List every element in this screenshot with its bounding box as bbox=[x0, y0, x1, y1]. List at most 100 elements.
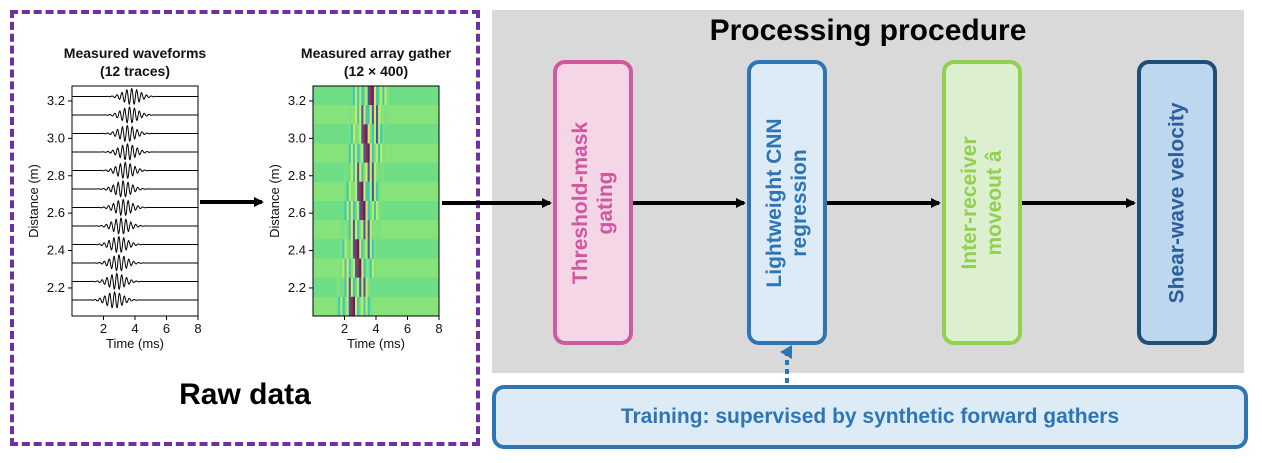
gather-cell bbox=[348, 296, 352, 317]
gather-cell bbox=[365, 124, 368, 144]
gather-cell bbox=[363, 181, 366, 202]
gather-cell bbox=[352, 86, 356, 106]
gather-cell bbox=[363, 201, 366, 221]
gather-cell bbox=[371, 201, 375, 221]
xtick-label: 8 bbox=[435, 321, 442, 336]
gather-cell bbox=[378, 201, 381, 221]
gather-xlabel: Time (ms) bbox=[347, 336, 405, 351]
gather-cell bbox=[342, 258, 345, 279]
gather-cell bbox=[348, 181, 352, 202]
gather-cell bbox=[352, 296, 356, 317]
gather-cell bbox=[355, 143, 358, 164]
gather-cell bbox=[340, 296, 343, 317]
waveform-trace bbox=[72, 272, 198, 291]
waveforms-xlabel: Time (ms) bbox=[106, 336, 164, 351]
gather-cell bbox=[373, 86, 377, 106]
gather-cell bbox=[350, 220, 354, 240]
ytick-label: 2.4 bbox=[47, 243, 65, 258]
gather-cell bbox=[373, 181, 377, 202]
ytick-label: 2.6 bbox=[288, 205, 306, 220]
gather-cell bbox=[348, 143, 352, 164]
gather-cell bbox=[352, 239, 356, 259]
gather-cell bbox=[336, 296, 339, 317]
waveform-trace bbox=[72, 253, 198, 272]
ytick-label: 2.8 bbox=[47, 168, 65, 183]
gather-cell bbox=[350, 181, 354, 202]
gather-cell bbox=[361, 258, 364, 279]
gather-cell bbox=[359, 162, 362, 183]
gather-cell bbox=[365, 162, 368, 183]
gather-cell bbox=[376, 181, 379, 202]
gather-cell bbox=[365, 277, 368, 298]
gather-cell bbox=[348, 124, 352, 144]
waveform-trace bbox=[72, 161, 198, 180]
xtick-label: 6 bbox=[163, 321, 170, 336]
gather-cell bbox=[352, 143, 356, 164]
xtick-label: 2 bbox=[100, 321, 107, 336]
gather-title: Measured array gather (12 × 400) bbox=[276, 44, 476, 80]
gather-cell bbox=[355, 181, 358, 202]
gather-cell bbox=[367, 162, 370, 183]
gather-cell bbox=[373, 124, 377, 144]
gather-cell bbox=[371, 105, 375, 125]
gather-cell bbox=[350, 258, 354, 279]
gather-cell bbox=[367, 105, 370, 125]
xtick-label: 8 bbox=[194, 321, 201, 336]
training-box: Training: supervised by synthetic forwar… bbox=[492, 385, 1248, 449]
waveforms-title: Measured waveforms (12 traces) bbox=[40, 44, 230, 80]
gather-cell bbox=[350, 296, 354, 317]
gather-cell bbox=[363, 105, 366, 125]
gather-cell bbox=[346, 201, 349, 221]
xtick-label: 4 bbox=[372, 321, 379, 336]
threshold-mask-gating-box: Threshold-mask gating bbox=[553, 60, 633, 345]
xtick-label: 2 bbox=[341, 321, 348, 336]
gather-cell bbox=[367, 220, 370, 240]
waveforms-ylabel: Distance (m) bbox=[26, 164, 41, 238]
waveform-trace bbox=[72, 106, 198, 124]
ytick-label: 2.6 bbox=[47, 205, 65, 220]
gather-cell bbox=[352, 277, 356, 298]
gather-yticks: 2.22.42.62.83.03.2 bbox=[288, 93, 313, 295]
gather-cell bbox=[357, 162, 360, 183]
gather-title-line1: Measured array gather bbox=[300, 45, 452, 61]
gather-cell bbox=[378, 105, 381, 125]
gather-cell bbox=[371, 258, 375, 279]
gather-cell bbox=[359, 239, 362, 259]
gather-cell bbox=[367, 86, 370, 106]
gather-cell bbox=[357, 86, 360, 106]
gather-cell bbox=[380, 162, 383, 183]
gather-cell bbox=[384, 86, 387, 106]
gather-cell bbox=[376, 124, 379, 144]
gather-cell bbox=[357, 143, 360, 164]
gather-cell bbox=[346, 181, 349, 202]
gather-cell bbox=[357, 277, 360, 298]
gather-cell bbox=[357, 258, 360, 279]
gather-cell bbox=[371, 162, 375, 183]
gather-cell bbox=[380, 143, 383, 164]
gather-cell bbox=[369, 258, 373, 279]
gather-cell bbox=[336, 277, 339, 298]
gather-cell bbox=[344, 239, 347, 259]
gather-cell bbox=[373, 162, 377, 183]
gather-cell bbox=[359, 181, 362, 202]
gather-cell bbox=[386, 105, 389, 125]
gather-cell bbox=[350, 201, 354, 221]
ytick-label: 3.0 bbox=[288, 130, 306, 145]
gather-cell bbox=[348, 258, 352, 279]
gather-cell bbox=[346, 239, 349, 259]
gather-cell bbox=[350, 124, 354, 144]
gather-cell bbox=[340, 239, 343, 259]
gather-cell bbox=[371, 220, 375, 240]
gather-cell bbox=[369, 124, 373, 144]
gather-cell bbox=[344, 181, 347, 202]
gather-cell bbox=[378, 220, 381, 240]
gather-cell bbox=[342, 277, 345, 298]
gather-cell bbox=[357, 239, 360, 259]
gather-cell bbox=[348, 105, 352, 125]
gather-cell bbox=[367, 277, 370, 298]
gather-cell bbox=[355, 296, 358, 317]
gather-cell bbox=[361, 277, 364, 298]
